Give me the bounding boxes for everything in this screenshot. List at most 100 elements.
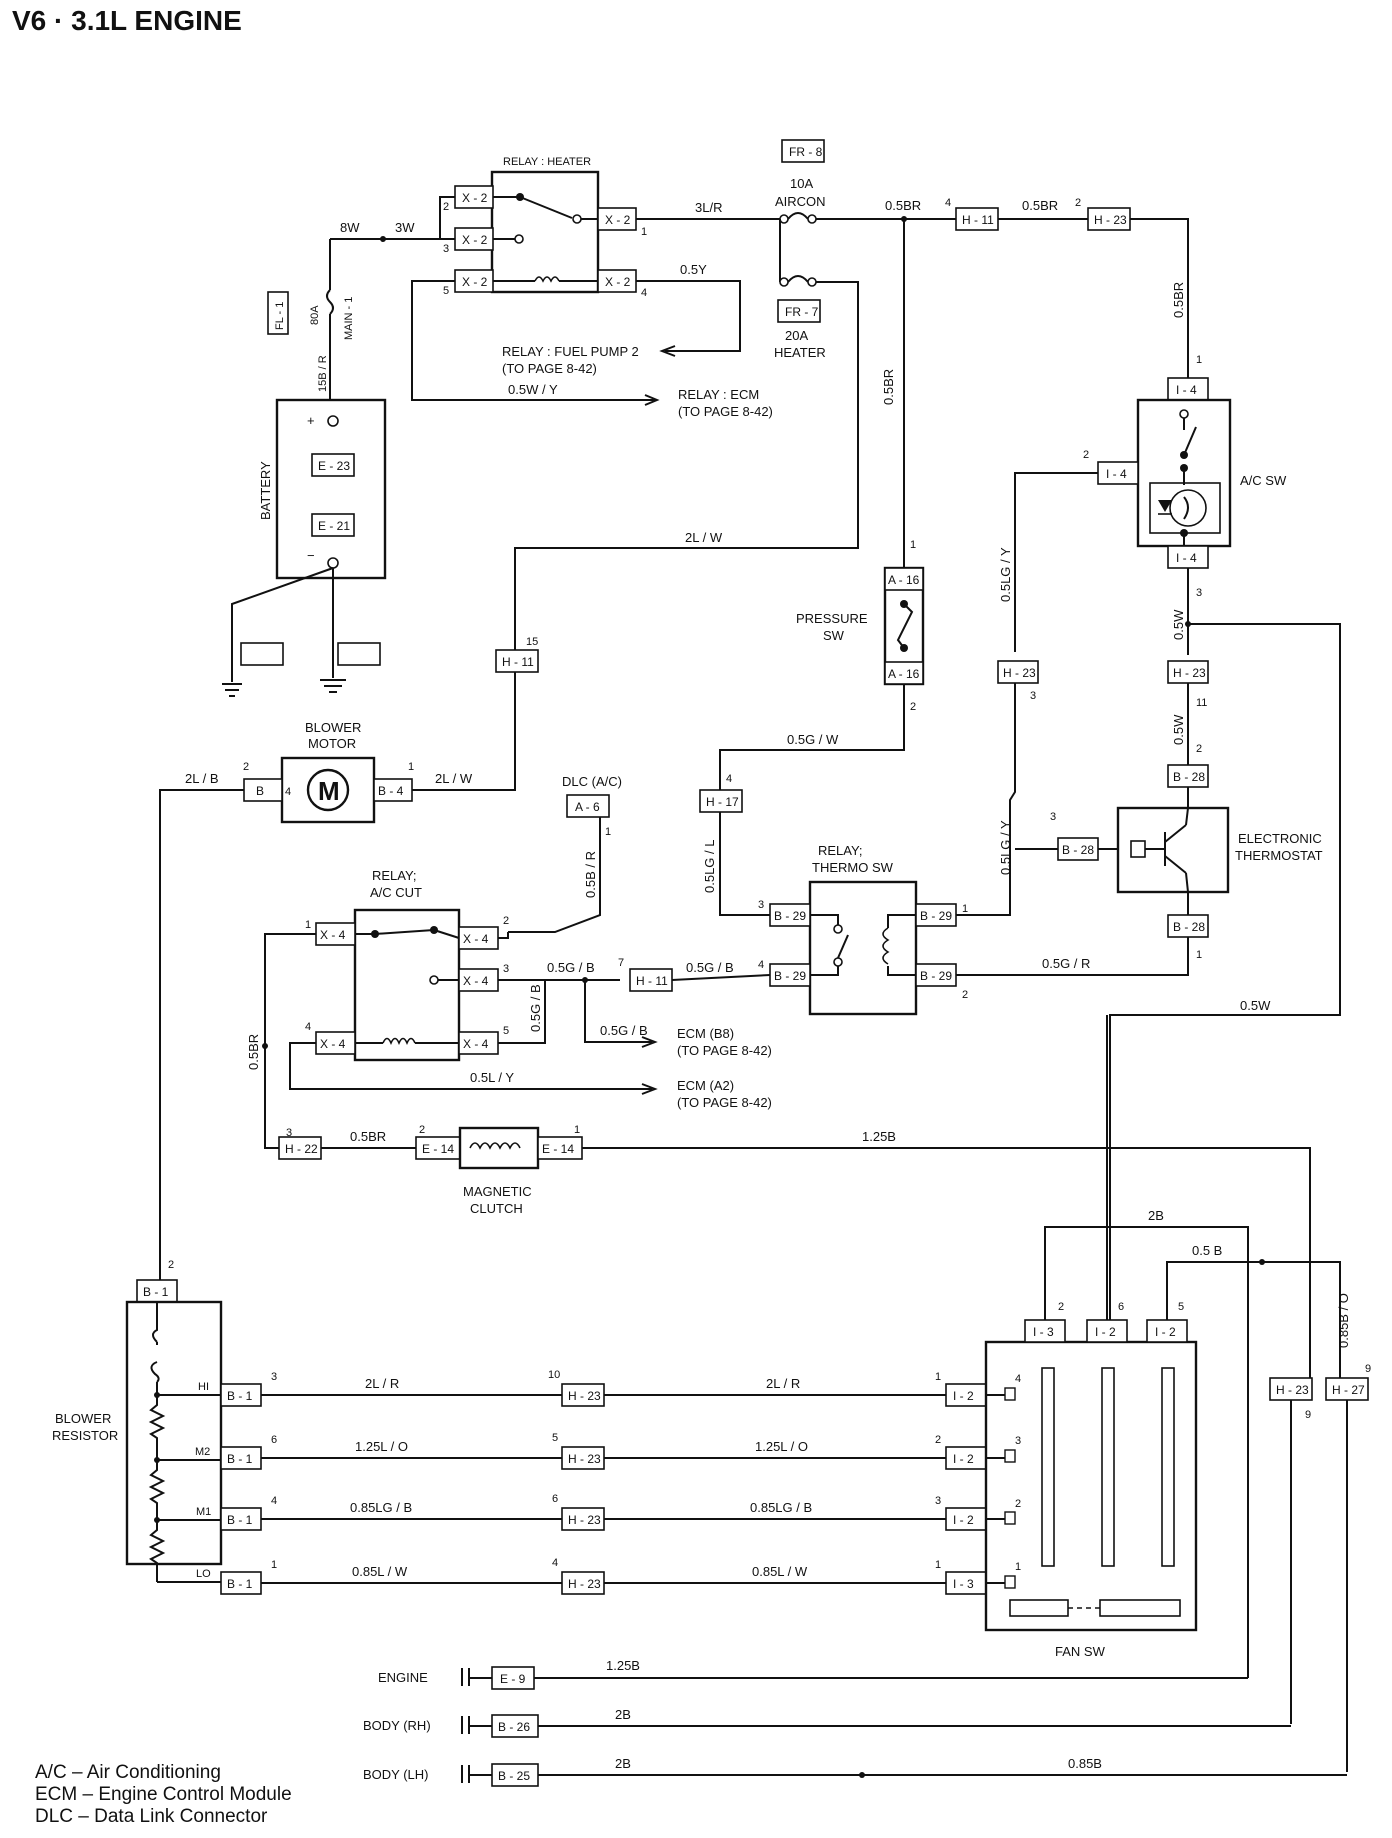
svg-text:A - 16: A - 16 bbox=[888, 667, 920, 681]
svg-text:A - 6: A - 6 bbox=[575, 800, 600, 814]
svg-text:I - 4: I - 4 bbox=[1106, 467, 1127, 481]
svg-text:1: 1 bbox=[1015, 1561, 1021, 1573]
svg-text:15: 15 bbox=[526, 636, 538, 648]
svg-text:20A: 20A bbox=[785, 328, 808, 343]
svg-text:MOTOR: MOTOR bbox=[308, 736, 356, 751]
svg-text:H - 17: H - 17 bbox=[706, 795, 739, 809]
svg-text:X - 2: X - 2 bbox=[462, 233, 488, 247]
svg-text:2: 2 bbox=[1058, 1301, 1064, 1313]
ground-points: ENGINE E - 9 1.25B BODY (RH) B - 26 2B B… bbox=[363, 1658, 1347, 1787]
svg-text:8W: 8W bbox=[340, 220, 360, 235]
svg-text:0.5W: 0.5W bbox=[1240, 998, 1271, 1013]
svg-text:FR - 7: FR - 7 bbox=[785, 305, 819, 319]
legend-ecm: ECM – Engine Control Module bbox=[35, 1784, 292, 1805]
svg-text:3: 3 bbox=[935, 1495, 941, 1507]
svg-text:X - 2: X - 2 bbox=[462, 275, 488, 289]
fan-speed-rows: B - 1 3 2L / R 10 H - 23 2L / R 1 I - 2 … bbox=[220, 1369, 987, 1595]
svg-text:RELAY : FUEL PUMP 2: RELAY : FUEL PUMP 2 bbox=[502, 344, 639, 359]
battery: BATTERY + E - 23 E - 21 − bbox=[258, 398, 387, 580]
svg-text:B - 29: B - 29 bbox=[920, 909, 952, 923]
svg-text:4: 4 bbox=[285, 786, 291, 798]
svg-text:H - 11: H - 11 bbox=[502, 655, 534, 669]
svg-text:M1: M1 bbox=[196, 1506, 211, 1518]
svg-text:3: 3 bbox=[286, 1127, 292, 1139]
svg-text:2B: 2B bbox=[615, 1707, 631, 1722]
svg-text:B - 26: B - 26 bbox=[498, 1720, 530, 1734]
svg-text:B - 28: B - 28 bbox=[1173, 770, 1205, 784]
svg-text:BLOWER: BLOWER bbox=[305, 720, 361, 735]
svg-text:RELAY : HEATER: RELAY : HEATER bbox=[503, 156, 591, 168]
svg-text:B: B bbox=[256, 784, 264, 798]
svg-text:3L/R: 3L/R bbox=[695, 200, 722, 215]
svg-text:H - 23: H - 23 bbox=[568, 1452, 601, 1466]
svg-text:BODY (LH): BODY (LH) bbox=[363, 1767, 429, 1782]
svg-text:3: 3 bbox=[1015, 1435, 1021, 1447]
svg-text:0.5G / B: 0.5G / B bbox=[686, 960, 734, 975]
svg-text:0.5LG / L: 0.5LG / L bbox=[702, 840, 717, 893]
svg-text:0.85LG / B: 0.85LG / B bbox=[750, 1500, 812, 1515]
svg-text:10A: 10A bbox=[790, 176, 813, 191]
svg-text:1.25L / O: 1.25L / O bbox=[355, 1439, 408, 1454]
svg-text:0.5G / B: 0.5G / B bbox=[600, 1023, 648, 1038]
svg-text:6: 6 bbox=[552, 1493, 558, 1505]
svg-text:X - 4: X - 4 bbox=[463, 1037, 489, 1051]
svg-text:−: − bbox=[307, 548, 315, 563]
svg-text:2: 2 bbox=[168, 1259, 174, 1271]
svg-text:MAIN - 1: MAIN - 1 bbox=[343, 297, 355, 340]
svg-text:2: 2 bbox=[443, 201, 449, 213]
svg-text:4: 4 bbox=[726, 773, 732, 785]
svg-text:1.25B: 1.25B bbox=[862, 1129, 896, 1144]
svg-text:0.5BR: 0.5BR bbox=[881, 369, 896, 405]
svg-text:1: 1 bbox=[962, 903, 968, 915]
svg-text:1: 1 bbox=[910, 539, 916, 551]
svg-text:0.5G / B: 0.5G / B bbox=[528, 984, 543, 1032]
svg-text:5: 5 bbox=[503, 1025, 509, 1037]
svg-text:0.5LG / Y: 0.5LG / Y bbox=[998, 820, 1013, 875]
legend-ac: A/C – Air Conditioning bbox=[35, 1762, 221, 1783]
svg-text:4: 4 bbox=[305, 1021, 311, 1033]
svg-text:(TO PAGE 8-42): (TO PAGE 8-42) bbox=[677, 1043, 772, 1058]
svg-text:I - 2: I - 2 bbox=[1155, 1325, 1176, 1339]
svg-text:E - 14: E - 14 bbox=[422, 1142, 454, 1156]
svg-text:H - 23: H - 23 bbox=[1094, 213, 1127, 227]
svg-text:X - 4: X - 4 bbox=[320, 1037, 346, 1051]
svg-text:RELAY;: RELAY; bbox=[372, 868, 416, 883]
svg-text:5: 5 bbox=[443, 285, 449, 297]
svg-text:4: 4 bbox=[945, 197, 951, 209]
svg-text:E - 14: E - 14 bbox=[542, 1142, 574, 1156]
svg-text:1: 1 bbox=[605, 826, 611, 838]
svg-text:A/C CUT: A/C CUT bbox=[370, 885, 422, 900]
page-title: V6 · 3.1L ENGINE bbox=[12, 5, 242, 36]
svg-text:I - 2: I - 2 bbox=[953, 1389, 974, 1403]
svg-text:B - 25: B - 25 bbox=[498, 1769, 530, 1783]
svg-text:2B: 2B bbox=[1148, 1208, 1164, 1223]
svg-text:4: 4 bbox=[1015, 1373, 1021, 1385]
svg-text:0.5BR: 0.5BR bbox=[246, 1034, 261, 1070]
svg-text:0.5BR: 0.5BR bbox=[1022, 198, 1058, 213]
svg-text:B - 1: B - 1 bbox=[227, 1577, 253, 1591]
svg-text:3: 3 bbox=[1196, 587, 1202, 599]
svg-text:B - 29: B - 29 bbox=[920, 969, 952, 983]
svg-text:2: 2 bbox=[1015, 1498, 1021, 1510]
svg-text:2L / W: 2L / W bbox=[435, 771, 473, 786]
svg-text:1: 1 bbox=[1196, 949, 1202, 961]
svg-text:H - 23: H - 23 bbox=[1003, 666, 1036, 680]
svg-text:1: 1 bbox=[305, 919, 311, 931]
svg-text:0.5W: 0.5W bbox=[1171, 714, 1186, 745]
svg-text:3W: 3W bbox=[395, 220, 415, 235]
svg-text:2: 2 bbox=[1196, 743, 1202, 755]
svg-text:X - 2: X - 2 bbox=[605, 213, 631, 227]
svg-text:4: 4 bbox=[552, 1557, 558, 1569]
svg-text:9: 9 bbox=[1305, 1409, 1311, 1421]
svg-text:1: 1 bbox=[935, 1371, 941, 1383]
svg-text:2L / R: 2L / R bbox=[766, 1376, 800, 1391]
svg-text:0.5B / R: 0.5B / R bbox=[583, 851, 598, 898]
svg-text:M: M bbox=[318, 776, 340, 806]
svg-text:3: 3 bbox=[503, 963, 509, 975]
svg-text:H - 23: H - 23 bbox=[568, 1513, 601, 1527]
svg-text:X - 2: X - 2 bbox=[462, 191, 488, 205]
svg-text:5: 5 bbox=[1178, 1301, 1184, 1313]
svg-text:I - 4: I - 4 bbox=[1176, 551, 1197, 565]
svg-text:2: 2 bbox=[419, 1124, 425, 1136]
